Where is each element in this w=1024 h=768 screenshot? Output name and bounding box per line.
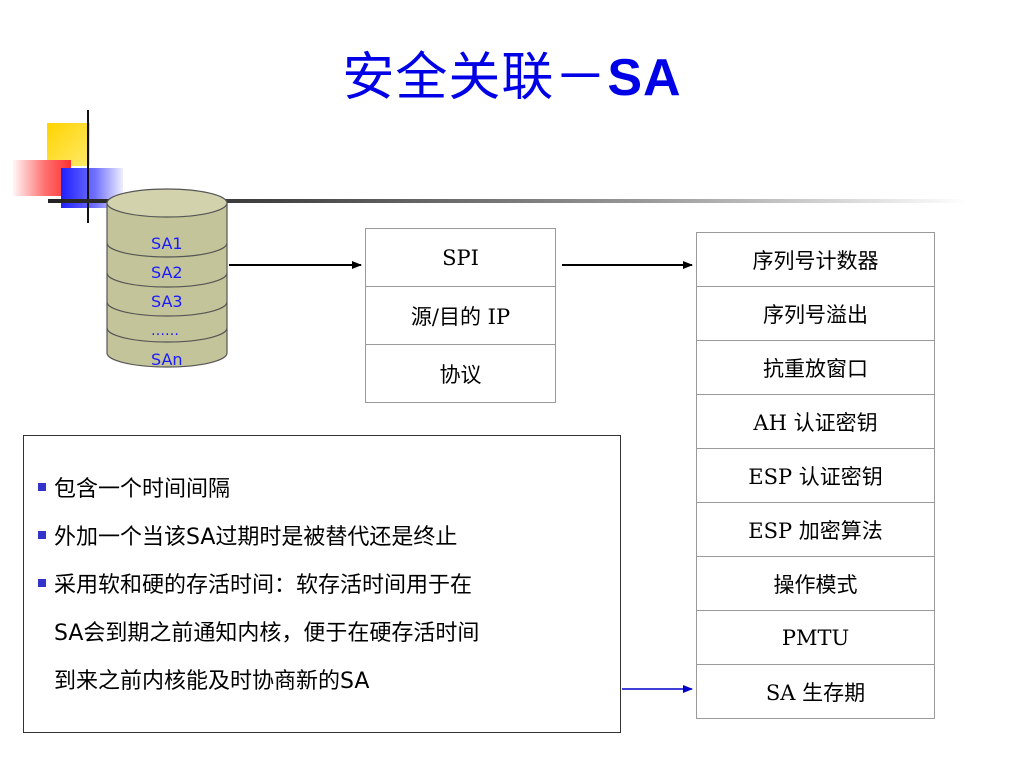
table-row: 序列号计数器	[696, 232, 935, 287]
table-row: 协议	[365, 344, 556, 403]
bullet-text: 采用软和硬的存活时间：软存活时间用于在	[54, 573, 473, 598]
slide-title: 安全关联－SA	[0, 52, 1024, 104]
field-seq-overflow: 序列号溢出	[696, 286, 935, 341]
src-dst-ip-cell: 源/目的 IP	[365, 286, 556, 345]
square-bullet-icon	[38, 483, 46, 491]
sa-selector-table: SPI 源/目的 IP 协议	[365, 228, 556, 403]
field-antireplay-window: 抗重放窗口	[696, 340, 935, 395]
list-item: 外加一个当该SA过期时是被替代还是终止	[38, 514, 613, 562]
list-item: 包含一个时间间隔	[38, 466, 613, 514]
square-bullet-icon	[38, 531, 46, 539]
protocol-cell: 协议	[365, 344, 556, 403]
decor-horizontal-line	[48, 199, 968, 203]
square-bullet-icon	[38, 579, 46, 587]
field-ah-auth-key: AH 认证密钥	[696, 394, 935, 449]
table-row: ESP 加密算法	[696, 502, 935, 557]
bullet-text-continuation: 到来之前内核能及时协商新的SA	[54, 669, 370, 694]
decor-yellow-square	[47, 123, 90, 166]
bullet-text-continuation: SA会到期之前通知内核，便于在硬存活时间	[54, 621, 480, 646]
title-cjk: 安全关联－	[342, 48, 608, 108]
field-esp-auth-key: ESP 认证密钥	[696, 448, 935, 503]
decor-vertical-line	[87, 110, 89, 223]
db-entry-sa1: SA1	[151, 234, 183, 253]
table-row: PMTU	[696, 610, 935, 665]
table-row: 源/目的 IP	[365, 286, 556, 345]
list-item: 采用软和硬的存活时间：软存活时间用于在 SA会到期之前通知内核，便于在硬存活时间…	[38, 562, 613, 706]
bullet-text: 外加一个当该SA过期时是被替代还是终止	[54, 525, 458, 550]
table-row: 抗重放窗口	[696, 340, 935, 395]
table-row: 序列号溢出	[696, 286, 935, 341]
field-esp-encryption: ESP 加密算法	[696, 502, 935, 557]
bullet-text: 包含一个时间间隔	[54, 477, 231, 502]
sa-fields-table: 序列号计数器 序列号溢出 抗重放窗口 AH 认证密钥 ESP 认证密钥 ESP …	[696, 232, 935, 719]
info-bullet-list: 包含一个时间间隔 外加一个当该SA过期时是被替代还是终止 采用软和硬的存活时间：…	[38, 466, 613, 706]
db-entry-sa2: SA2	[151, 263, 183, 282]
table-row: ESP 认证密钥	[696, 448, 935, 503]
field-sa-lifetime: SA 生存期	[696, 664, 935, 719]
table-row: AH 认证密钥	[696, 394, 935, 449]
table-row: SA 生存期	[696, 664, 935, 719]
db-entry-sa3: SA3	[151, 292, 183, 311]
lifetime-info-box: 包含一个时间间隔 外加一个当该SA过期时是被替代还是终止 采用软和硬的存活时间：…	[23, 435, 621, 733]
field-operation-mode: 操作模式	[696, 556, 935, 611]
table-row: 操作模式	[696, 556, 935, 611]
sa-database-icon	[106, 188, 228, 368]
table-row: SPI	[365, 228, 556, 287]
field-pmtu: PMTU	[696, 610, 935, 665]
field-seq-counter: 序列号计数器	[696, 232, 935, 287]
title-latin: SA	[607, 49, 682, 107]
db-entry-ellipsis: ……	[151, 323, 179, 339]
db-entry-san: SAn	[151, 350, 183, 369]
spi-cell: SPI	[365, 228, 556, 287]
